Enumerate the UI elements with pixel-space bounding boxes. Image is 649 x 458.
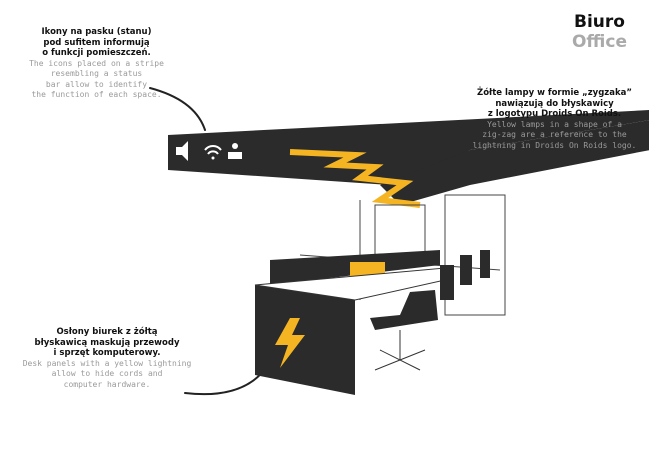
note-icons-en-3: bar allow to identify xyxy=(45,79,148,89)
desk-panel xyxy=(255,285,355,395)
ceiling-beam xyxy=(380,120,649,205)
note-lamps: Żółte lampy w formie „zygzaka” nawiązują… xyxy=(462,88,647,151)
title-en: Office xyxy=(571,32,627,52)
office-chairs xyxy=(370,250,490,330)
note-lamps-pl-3: z logotypu Droids On Roids. xyxy=(487,109,622,119)
note-desks-pl-2: błyskawicą maskują przewody xyxy=(34,337,180,348)
title-pl: Biuro xyxy=(574,12,625,32)
wifi-dot-icon xyxy=(211,156,215,160)
note-desks: Osłony biurek z żółtą błyskawicą maskują… xyxy=(12,327,202,390)
note-desks-pl-1: Osłony biurek z żółtą xyxy=(56,327,158,337)
note-lamps-en-2: zig-zag are a reference to the xyxy=(482,130,627,139)
note-desks-en-2: allow to hide cords and xyxy=(51,369,163,378)
zigzag-lamp xyxy=(289,149,421,208)
chair-base xyxy=(374,330,426,371)
status-icons xyxy=(176,141,242,161)
note-lamps-pl-2: nawiązują do błyskawicy xyxy=(495,98,614,109)
note-icons-pl-1: Ikony na pasku (stanu) xyxy=(41,27,152,37)
lightning-icon xyxy=(275,318,305,368)
note-icons-en-2: resembling a status xyxy=(50,69,143,78)
note-desks-en-1: Desk panels with a yellow lightning xyxy=(22,358,192,368)
ceiling-status-bar xyxy=(168,110,649,185)
desk-person-icon xyxy=(228,152,242,159)
note-lamps-pl-1: Żółte lampy w formie „zygzaka” xyxy=(477,88,632,98)
note-icons-pl-2: pod sufitem informują xyxy=(43,37,150,48)
note-desks-pl-3: i sprzęt komputerowy. xyxy=(53,348,161,358)
note-icons-en-1: The icons placed on a stripe xyxy=(29,58,164,68)
speaker-icon xyxy=(176,141,188,161)
note-icons-en-4: the function of each space. xyxy=(31,90,162,99)
note-icons: Ikony na pasku (stanu) pod sufitem infor… xyxy=(4,27,189,101)
wifi-icon xyxy=(204,145,222,155)
note-icons-pl-3: o funkcji pomieszczeń. xyxy=(42,48,151,58)
note-lamps-en-3: lightning in Droids On Roids logo. xyxy=(472,140,637,150)
note-desks-en-3: computer hardware. xyxy=(63,379,151,389)
page-title: Biuro Office xyxy=(572,12,627,52)
note-lamps-en-1: Yellow lamps in a shape of a xyxy=(487,119,622,129)
